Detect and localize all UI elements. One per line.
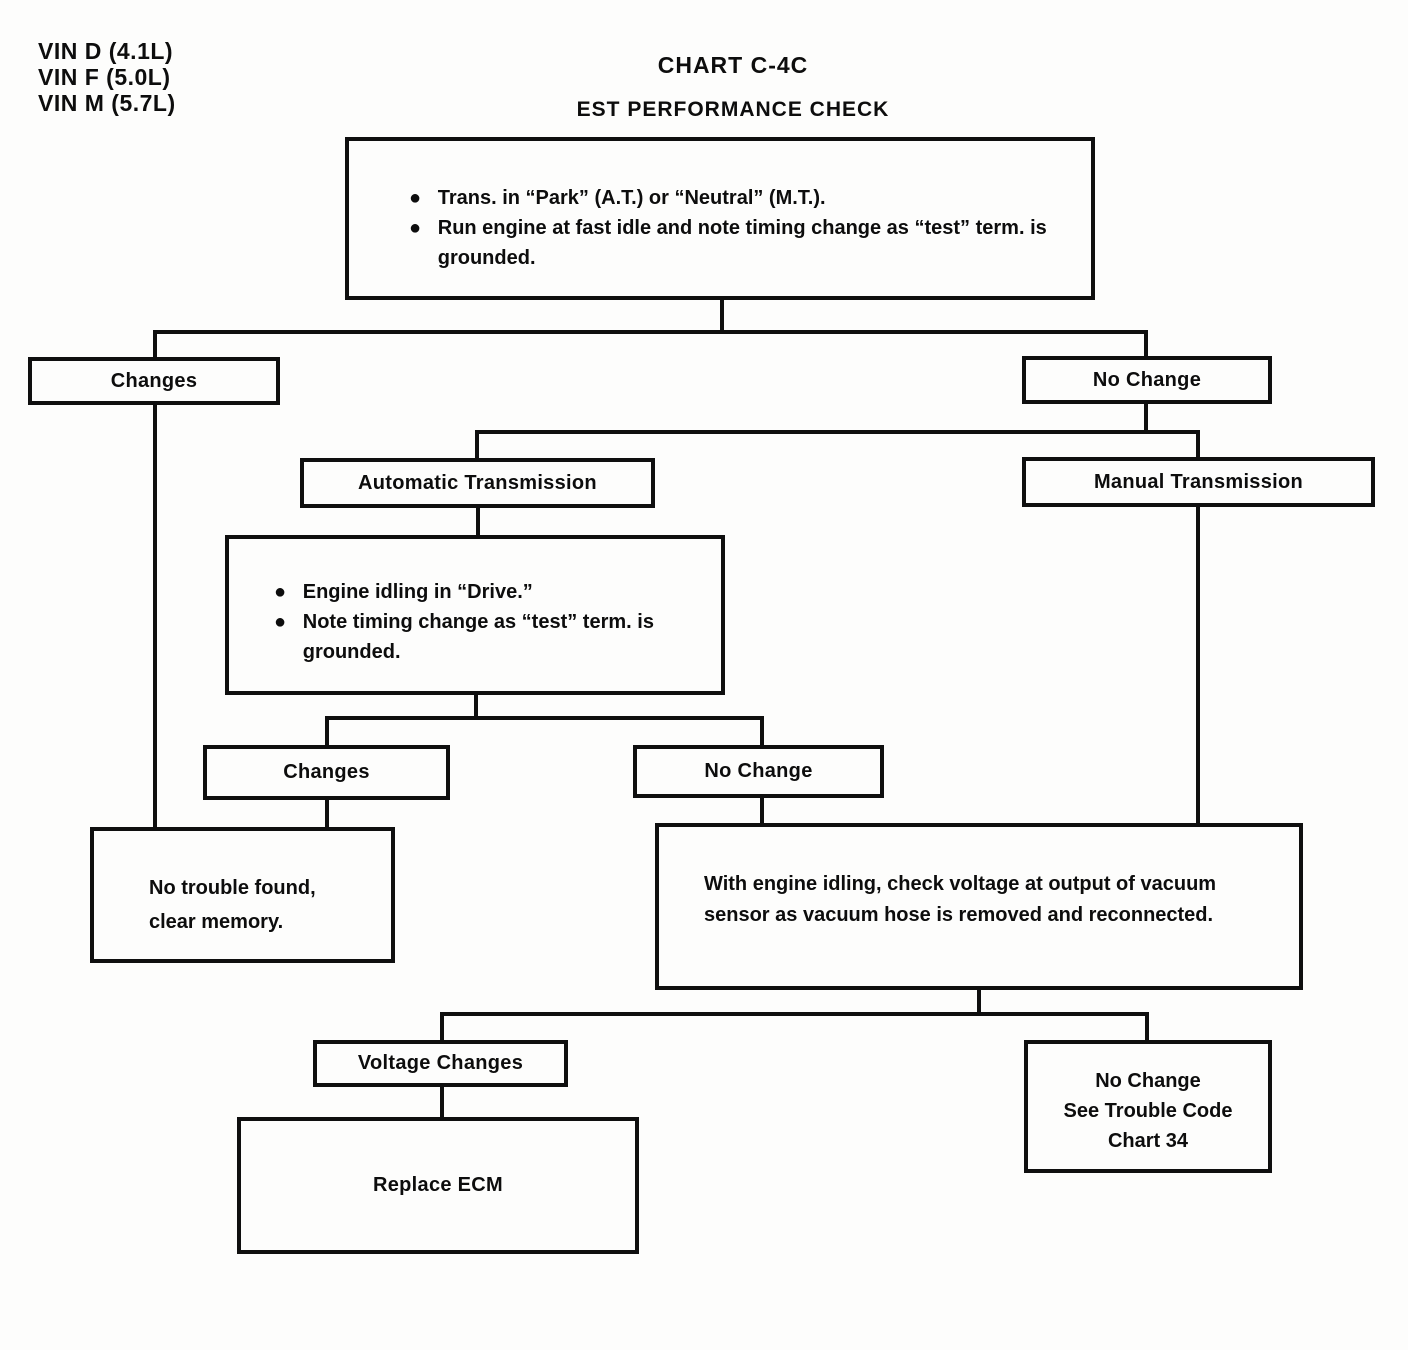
vin-label: VIN F (5.0L) — [38, 64, 171, 90]
bullet-item: ● Note timing change as “test” term. is … — [274, 607, 701, 667]
vin-label: VIN D (4.1L) — [38, 38, 174, 64]
flow-node-manual-transmission: Manual Transmission — [1022, 457, 1375, 507]
connector-line — [153, 330, 157, 359]
bullet-text: Note timing change as “test” term. is gr… — [302, 611, 654, 663]
node-text-line: No Change — [1095, 1070, 1201, 1092]
flow-node-voltage-changes: Voltage Changes — [313, 1040, 568, 1087]
bullet-item: ● Trans. in “Park” (A.T.) or “Neutral” (… — [409, 183, 1061, 213]
connector-line — [1144, 330, 1148, 359]
flow-node-no-change-2: No Change — [633, 745, 884, 798]
vin-label: VIN M (5.7L) — [38, 90, 176, 116]
connector-line — [325, 798, 329, 830]
connector-line — [760, 716, 764, 747]
flow-node-vacuum-check: With engine idling, check voltage at out… — [655, 823, 1303, 990]
chart-title: CHART C-4C — [657, 52, 809, 78]
node-text-line: No trouble found, — [149, 877, 316, 899]
flow-node-changes-1: Changes — [28, 357, 280, 405]
connector-line — [1196, 505, 1200, 826]
connector-line — [440, 1012, 1149, 1016]
connector-line — [1144, 402, 1148, 434]
node-text-line: clear memory. — [149, 911, 284, 933]
bullet-item: ● Engine idling in “Drive.” — [274, 577, 701, 607]
flow-node-changes-2: Changes — [203, 745, 450, 800]
bullet-text: Engine idling in “Drive.” — [302, 581, 533, 603]
connector-line — [720, 298, 724, 332]
bullet-icon: ● — [274, 581, 303, 603]
flow-node-no-change-1: No Change — [1022, 356, 1272, 404]
connector-line — [325, 716, 764, 720]
connector-line — [153, 403, 157, 831]
flow-node-drive-check: ● Engine idling in “Drive.” ● Note timin… — [225, 535, 725, 695]
connector-line — [474, 693, 478, 720]
connector-line — [760, 796, 764, 826]
node-text-line: Chart 34 — [1107, 1130, 1189, 1152]
connector-line — [1145, 1012, 1149, 1043]
chart-subtitle: EST PERFORMANCE CHECK — [576, 98, 890, 121]
flow-node-no-trouble: No trouble found, clear memory. — [90, 827, 395, 963]
connector-line — [475, 430, 479, 460]
connector-line — [476, 506, 480, 537]
bullet-icon: ● — [274, 611, 303, 633]
connector-line — [977, 988, 981, 1016]
bullet-icon: ● — [409, 217, 438, 239]
connector-line — [475, 430, 1200, 434]
bullet-text: Trans. in “Park” (A.T.) or “Neutral” (M.… — [437, 187, 826, 209]
connector-line — [1196, 430, 1200, 460]
connector-line — [440, 1012, 444, 1043]
node-text: With engine idling, check voltage at out… — [704, 873, 1217, 926]
flow-node-start: ● Trans. in “Park” (A.T.) or “Neutral” (… — [345, 137, 1095, 300]
bullet-icon: ● — [409, 187, 438, 209]
node-text-line: See Trouble Code — [1063, 1100, 1233, 1122]
flow-node-no-change-trouble-code: No Change See Trouble Code Chart 34 — [1024, 1040, 1272, 1173]
vin-labels: VIN D (4.1L) VIN F (5.0L) VIN M (5.7L) — [38, 38, 176, 116]
bullet-text: Run engine at fast idle and note timing … — [437, 217, 1047, 269]
flow-node-automatic-transmission: Automatic Transmission — [300, 458, 655, 508]
connector-line — [325, 716, 329, 747]
flow-node-replace-ecm: Replace ECM — [237, 1117, 639, 1254]
connector-line — [153, 330, 1148, 334]
bullet-item: ● Run engine at fast idle and note timin… — [409, 213, 1061, 273]
connector-line — [440, 1085, 444, 1120]
